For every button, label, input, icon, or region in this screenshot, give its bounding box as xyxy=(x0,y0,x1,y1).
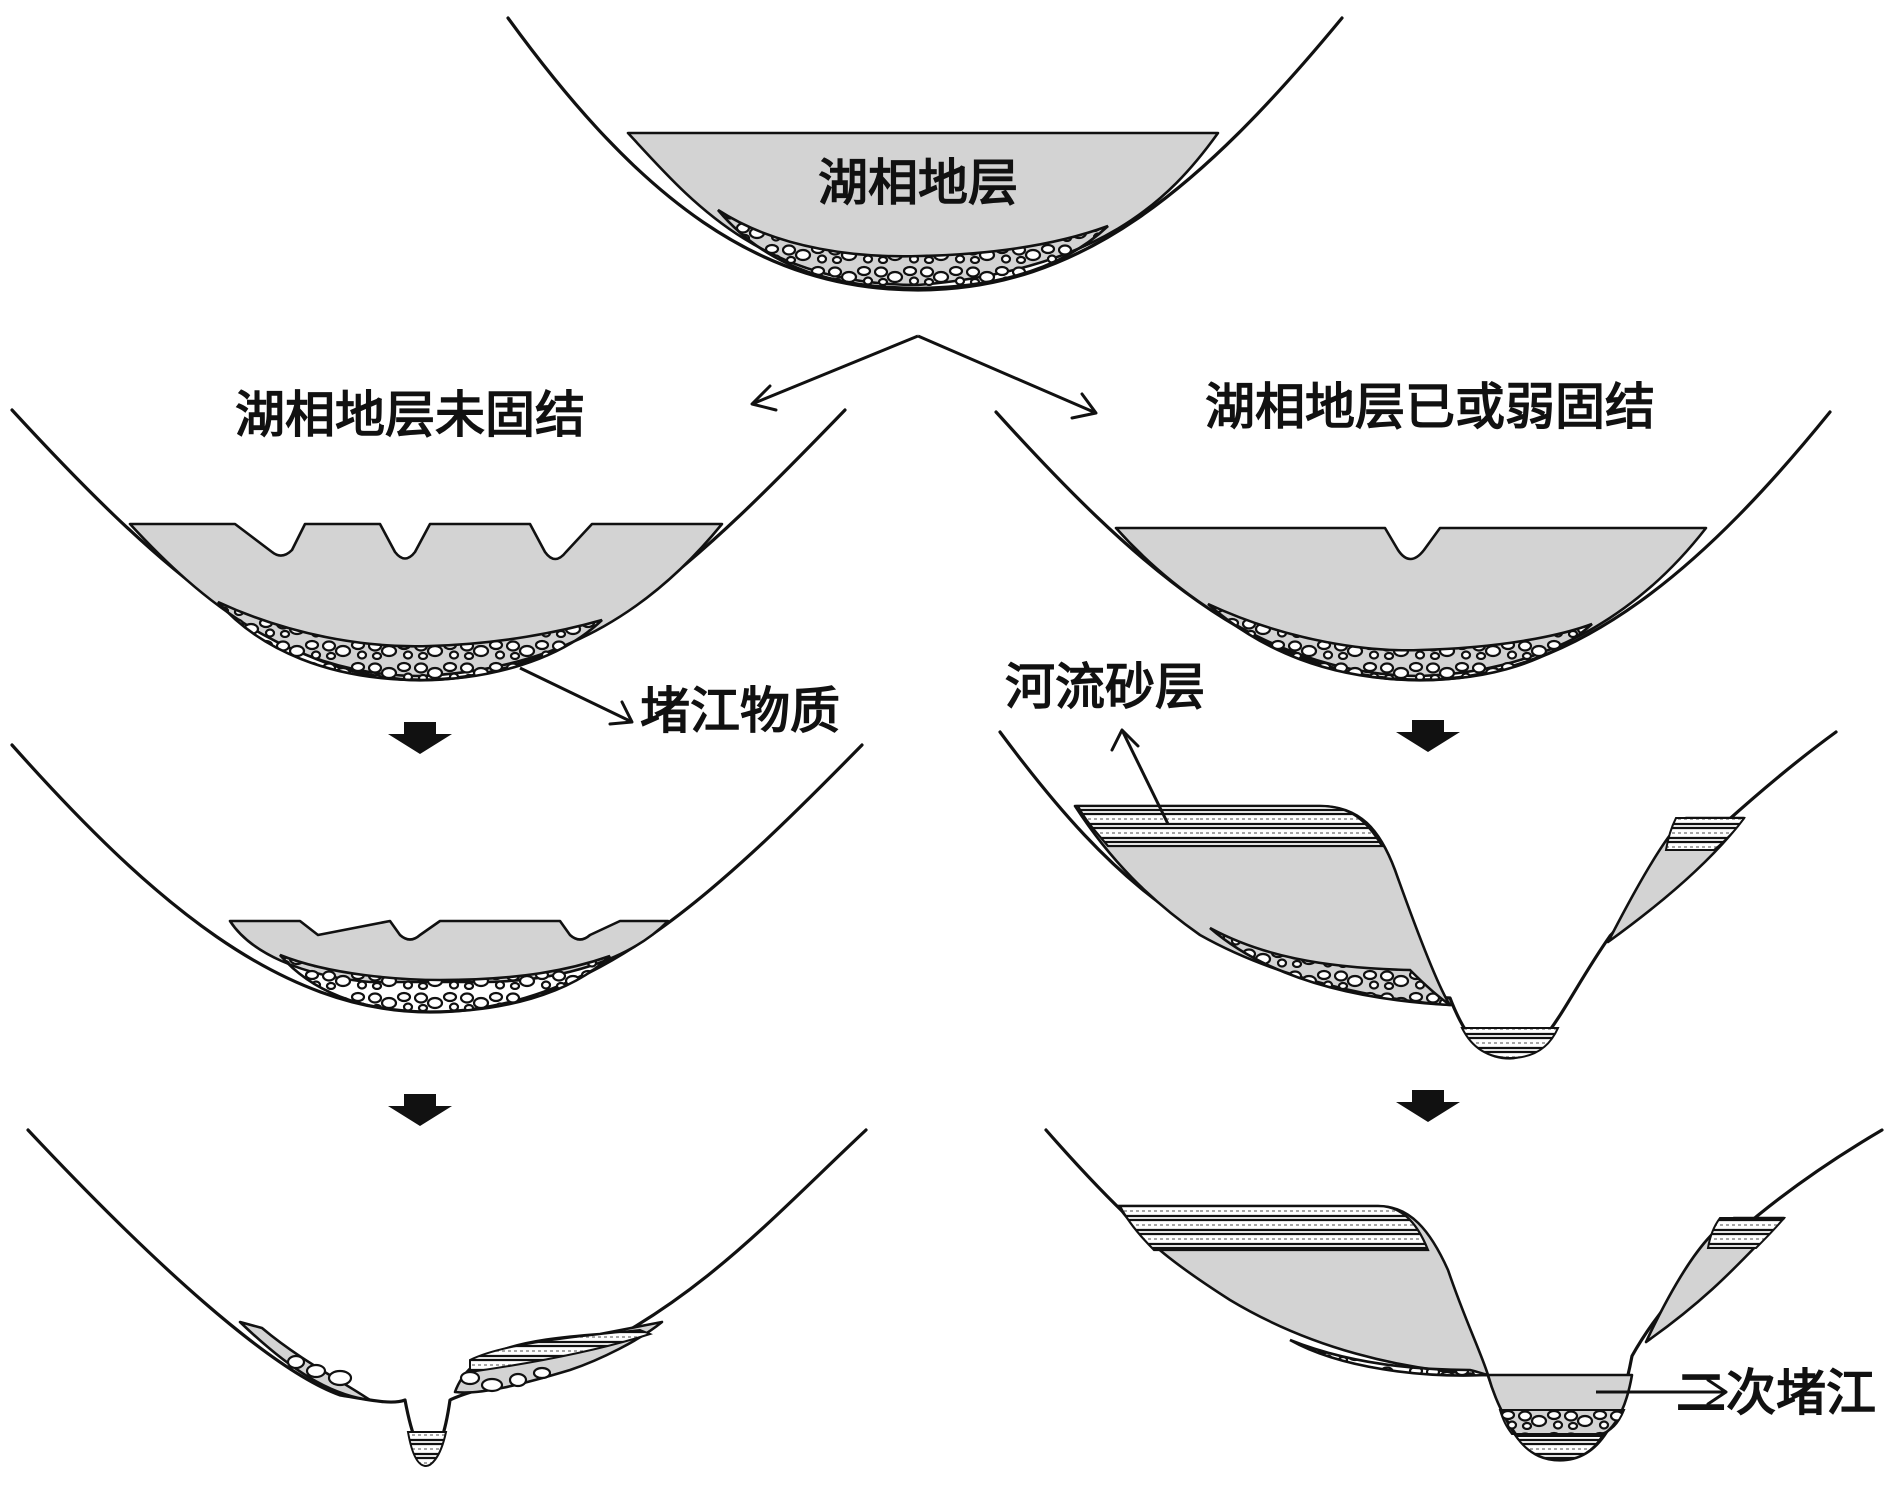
label-dam-material: 堵江物质 xyxy=(640,682,840,740)
remnant-pebble xyxy=(480,1377,504,1393)
label-lake-strata: 湖相地层 xyxy=(818,154,1018,212)
down-arrow-icon xyxy=(1396,720,1460,752)
dam-material-callout xyxy=(519,666,634,726)
river-sand-layer xyxy=(1076,804,1384,848)
secondary-dam-callout xyxy=(1596,1378,1728,1406)
label-secondary-dam: 二次堵江 xyxy=(1676,1364,1876,1422)
valley-profile xyxy=(506,16,1344,292)
river-sand-callout xyxy=(1110,728,1170,825)
callout-arrowhead-icon xyxy=(608,700,634,726)
callout-arrowhead-icon xyxy=(1110,728,1140,752)
callout-leader xyxy=(519,666,633,724)
dam-material-gravel xyxy=(1289,1338,1489,1377)
remnant-pebble xyxy=(459,1370,481,1386)
label-unconsolidated: 湖相地层未固结 xyxy=(235,386,585,444)
dam-material-gravel xyxy=(1207,602,1593,682)
dam-material-gravel xyxy=(279,953,611,1014)
label-consolidated: 湖相地层已或弱固结 xyxy=(1205,378,1655,436)
callout-leader xyxy=(1120,729,1170,825)
dam-material-gravel xyxy=(217,600,603,682)
arrowhead-right-icon xyxy=(1070,392,1098,420)
channel-sand xyxy=(1460,1027,1560,1060)
lake-strata-fill xyxy=(228,919,670,984)
remnant-pebble xyxy=(508,1372,528,1388)
panel-left-2 xyxy=(10,743,864,1014)
down-arrow-icon xyxy=(1396,1090,1460,1122)
arrow-to-consolidated xyxy=(917,334,1097,415)
valley-profile xyxy=(998,730,1838,1060)
valley-profile xyxy=(26,1128,868,1458)
remnant-pebble xyxy=(327,1369,353,1387)
secondary-dam-gravel xyxy=(1498,1409,1626,1435)
arrow-to-unconsolidated xyxy=(751,334,919,406)
right-remnant-sand xyxy=(1664,817,1746,851)
panel-right-2 xyxy=(998,730,1838,1060)
remnant-pebble xyxy=(286,1354,306,1370)
panel-right-3 xyxy=(1044,1128,1884,1462)
panel-initial xyxy=(506,16,1344,292)
remnant-pebble xyxy=(532,1366,552,1380)
right-remnant-sand xyxy=(469,1328,653,1374)
panel-left-3 xyxy=(26,1128,868,1468)
channel-sand xyxy=(1514,1435,1604,1462)
dam-material-gravel xyxy=(1209,926,1455,1007)
remnant-pebble xyxy=(305,1363,327,1379)
right-remnant-sand xyxy=(1706,1217,1787,1249)
channel-sand xyxy=(406,1431,448,1468)
arrowhead-left-icon xyxy=(750,384,778,412)
split-arrows xyxy=(750,334,1098,420)
river-sand-layer xyxy=(1118,1204,1430,1252)
panel-left-1 xyxy=(10,408,847,682)
down-arrow-icon xyxy=(388,722,452,754)
panel-right-1 xyxy=(994,410,1832,682)
dam-material-gravel xyxy=(717,208,1109,290)
callout-arrowhead-icon xyxy=(1706,1378,1728,1406)
down-arrow-icon xyxy=(388,1094,452,1126)
label-river-sand: 河流砂层 xyxy=(1005,658,1205,716)
